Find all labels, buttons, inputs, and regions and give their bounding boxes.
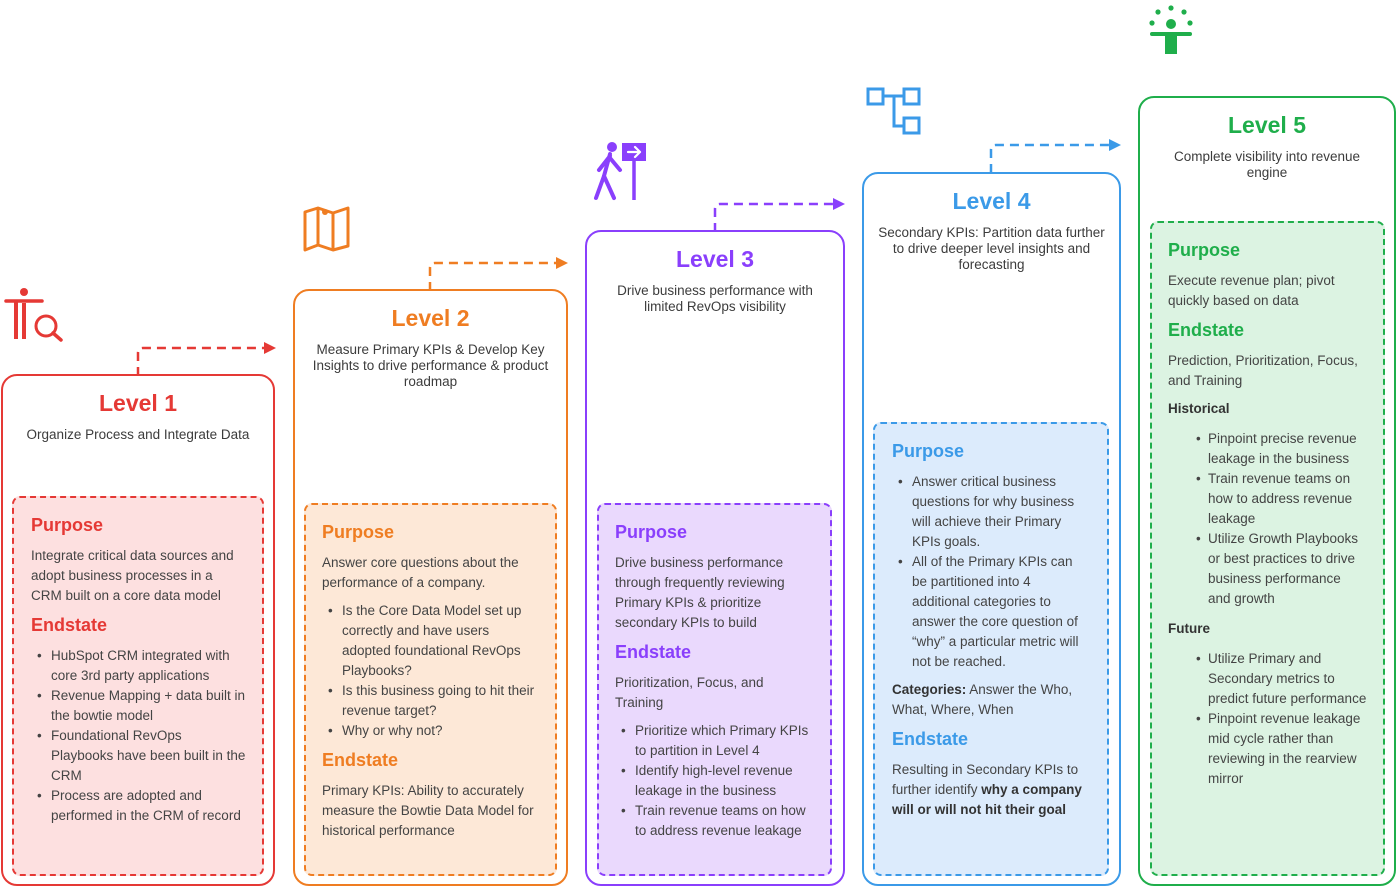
hiker-sign-icon (594, 142, 646, 200)
list-item: Is the Core Data Model set up correctly … (322, 601, 539, 681)
level-4-purpose-list: Answer critical business questions for w… (892, 472, 1091, 672)
level-1-title: Level 1 (99, 390, 177, 416)
level-3-purpose-text: Drive business performance through frequ… (615, 555, 785, 630)
list-item: Utilize Growth Playbooks or best practic… (1168, 529, 1367, 609)
level-3-endstate-list: Prioritize which Primary KPIs to partiti… (615, 721, 814, 841)
level-5-historical-list: Pinpoint precise revenue leakage in the … (1168, 429, 1367, 609)
level-4-categories-text: Answer the Who, What, Where, When (892, 682, 1073, 717)
level-2-purpose-list: Is the Core Data Model set up correctly … (322, 601, 539, 741)
level-1-endstate-list: HubSpot CRM integrated with core 3rd par… (31, 646, 246, 826)
list-item: Why or why not? (322, 721, 539, 741)
level-1-details: Purpose Integrate critical data sources … (12, 496, 264, 876)
list-item: Prioritize which Primary KPIs to partiti… (615, 721, 814, 761)
level-4-title: Level 4 (952, 188, 1031, 214)
growth-person-icon (1149, 5, 1193, 54)
list-item: All of the Primary KPIs can be partition… (892, 552, 1091, 672)
list-item: Utilize Primary and Secondary metrics to… (1168, 649, 1367, 709)
level-1-purpose-text: Integrate critical data sources and adop… (31, 548, 234, 603)
list-item: Answer critical business questions for w… (892, 472, 1091, 552)
level-2-title: Level 2 (391, 305, 470, 331)
list-item: Train revenue teams on how to address re… (1168, 469, 1367, 529)
list-item: Identify high-level revenue leakage in t… (615, 761, 814, 801)
level-4-categories-label: Categories: (892, 682, 967, 697)
level-2-purpose-text: Answer core questions about the performa… (322, 555, 519, 590)
level-5-endstate-heading: Endstate (1168, 320, 1245, 340)
level-2-subtitle: Measure Primary KPIs & Develop Key Insig… (312, 342, 549, 389)
level-5-historical-label: Historical (1168, 401, 1230, 416)
level-4-endstate-text: Resulting in Secondary KPIs to further i… (892, 760, 1091, 820)
list-item: HubSpot CRM integrated with core 3rd par… (31, 646, 246, 686)
level-4-subtitle: Secondary KPIs: Partition data further t… (878, 225, 1105, 272)
arrow-level1-to-level2 (136, 342, 276, 376)
level-5-title: Level 5 (1228, 112, 1306, 138)
arrow-level2-to-level3 (428, 257, 568, 291)
hierarchy-icon (866, 87, 921, 135)
list-item: Foundational RevOps Playbooks have been … (31, 726, 246, 786)
level-3-endstate-text: Prioritization, Focus, and Training (615, 675, 764, 710)
arrow-level3-to-level4 (713, 198, 845, 232)
level-3-subtitle: Drive business performance with limited … (617, 283, 813, 314)
level-4-details: Purpose Answer critical business questio… (873, 422, 1109, 876)
level-2-purpose-heading: Purpose (322, 522, 395, 542)
level-2-endstate-text: Primary KPIs: Ability to accurately meas… (322, 783, 534, 838)
level-5-purpose-heading: Purpose (1168, 240, 1241, 260)
level-2-endstate-heading: Endstate (322, 750, 399, 770)
level-3-purpose-heading: Purpose (615, 522, 688, 542)
level-5-future-list: Utilize Primary and Secondary metrics to… (1168, 649, 1367, 789)
level-4-endstate-text-a: Resulting in Secondary KPIs to further i… (892, 762, 1079, 797)
list-item: Train revenue teams on how to address re… (615, 801, 814, 841)
level-5-purpose-text: Execute revenue plan; pivot quickly base… (1168, 273, 1335, 308)
level-3-title: Level 3 (676, 246, 754, 272)
list-item: Revenue Mapping + data built in the bowt… (31, 686, 246, 726)
level-3-details: Purpose Drive business performance throu… (597, 503, 832, 876)
level-1-purpose-heading: Purpose (31, 515, 104, 535)
level-3-endstate-heading: Endstate (615, 642, 692, 662)
map-icon (303, 206, 350, 252)
level-1-subtitle: Organize Process and Integrate Data (26, 427, 250, 442)
level-4-endstate-text-b: why a company will or will not hit their… (892, 782, 1082, 817)
list-item: Pinpoint revenue leakage mid cycle rathe… (1168, 709, 1367, 789)
level-5-subtitle: Complete visibility into revenue engine (1173, 149, 1361, 180)
level-4-categories: Categories: Answer the Who, What, Where,… (892, 680, 1091, 720)
list-item: Is this business going to hit their reve… (322, 681, 539, 721)
person-magnifier-icon (4, 288, 63, 342)
list-item: Pinpoint precise revenue leakage in the … (1168, 429, 1367, 469)
level-1-endstate-heading: Endstate (31, 615, 108, 635)
arrow-level4-to-level5 (989, 139, 1121, 173)
level-2-details: Purpose Answer core questions about the … (304, 503, 557, 876)
level-4-endstate-heading: Endstate (892, 729, 969, 749)
list-item: Process are adopted and performed in the… (31, 786, 246, 826)
level-4-purpose-heading: Purpose (892, 441, 965, 461)
level-5-endstate-text: Prediction, Prioritization, Focus, and T… (1168, 353, 1358, 388)
level-5-details: Purpose Execute revenue plan; pivot quic… (1150, 221, 1385, 876)
level-5-future-label: Future (1168, 621, 1210, 636)
